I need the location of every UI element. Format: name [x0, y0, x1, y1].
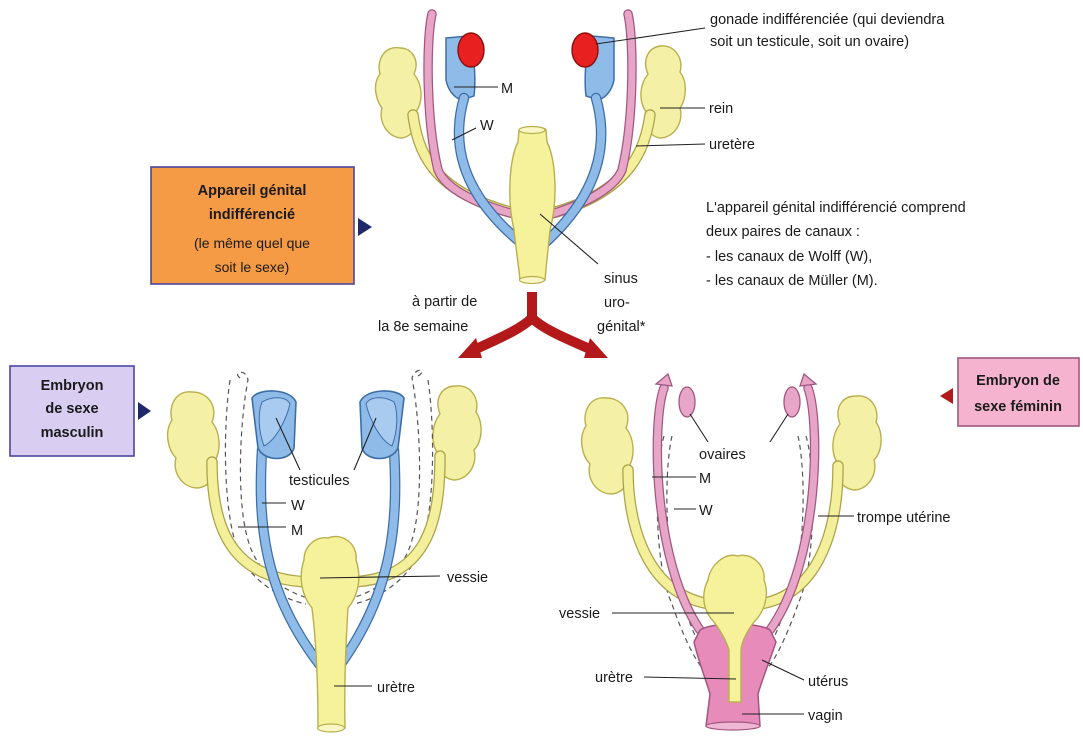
label-M-top: M: [501, 81, 513, 97]
box-indifferent: Appareil génital indifférencié (le même …: [151, 167, 354, 284]
label-vagin: vagin: [808, 708, 843, 724]
split-arrow: [458, 292, 608, 358]
box-male-line1: Embryon: [41, 378, 104, 394]
label-ovaires: ovaires: [699, 447, 746, 463]
box-male-line2: de sexe: [45, 401, 98, 417]
box-female-line1: Embryon de: [976, 373, 1060, 389]
urogenital-sinus: [510, 127, 555, 280]
label-vessie-female: vessie: [559, 606, 600, 622]
pointer-female: [940, 388, 953, 404]
label-sinus-2: uro-: [604, 295, 630, 311]
info-line-4: - les canaux de Müller (M).: [706, 273, 878, 289]
box-indifferent-line1: Appareil génital: [198, 183, 307, 199]
pointer-indifferent: [358, 218, 372, 236]
label-gonade-2: soit un testicule, soit un ovaire): [710, 34, 909, 50]
gonad-top-right: [572, 33, 598, 67]
label-uretre-female: urètre: [595, 670, 633, 686]
label-testicules: testicules: [289, 473, 349, 489]
gonad-top-left: [458, 33, 484, 67]
label-W-top: W: [480, 118, 494, 134]
pointer-male: [138, 402, 151, 420]
label-uretere: uretère: [709, 137, 755, 153]
indifferent-system: [376, 14, 686, 284]
ovary-right: [784, 387, 800, 417]
label-partir-1: à partir de: [412, 294, 477, 310]
bladder-male: [301, 536, 359, 728]
label-sinus-3: génital*: [597, 319, 646, 335]
label-uretre-male: urètre: [377, 680, 415, 696]
ovary-left: [679, 387, 695, 417]
box-indifferent-line4: soit le sexe): [215, 259, 290, 275]
box-indifferent-line2: indifférencié: [209, 207, 295, 223]
label-uterus: utérus: [808, 674, 848, 690]
label-vessie-male: vessie: [447, 570, 488, 586]
label-W-female: W: [699, 503, 713, 519]
box-indifferent-line3: (le même quel que: [194, 235, 310, 251]
label-sinus-1: sinus: [604, 271, 638, 287]
box-male-line3: masculin: [41, 425, 104, 441]
box-female-line2: sexe féminin: [974, 399, 1062, 415]
box-female: Embryon de sexe féminin: [958, 358, 1079, 426]
box-male: Embryon de sexe masculin: [10, 366, 134, 456]
info-line-2: deux paires de canaux :: [706, 224, 860, 240]
label-trompe: trompe utérine: [857, 510, 951, 526]
label-rein: rein: [709, 101, 733, 117]
label-partir-2: la 8e semaine: [378, 319, 468, 335]
label-W-male: W: [291, 498, 305, 514]
label-gonade-1: gonade indifférenciée (qui deviendra: [710, 12, 945, 28]
label-M-female: M: [699, 471, 711, 487]
label-M-male: M: [291, 523, 303, 539]
info-line-3: - les canaux de Wolff (W),: [706, 249, 872, 265]
info-line-1: L'appareil génital indifférencié compren…: [706, 200, 966, 216]
male-system: [168, 370, 481, 732]
